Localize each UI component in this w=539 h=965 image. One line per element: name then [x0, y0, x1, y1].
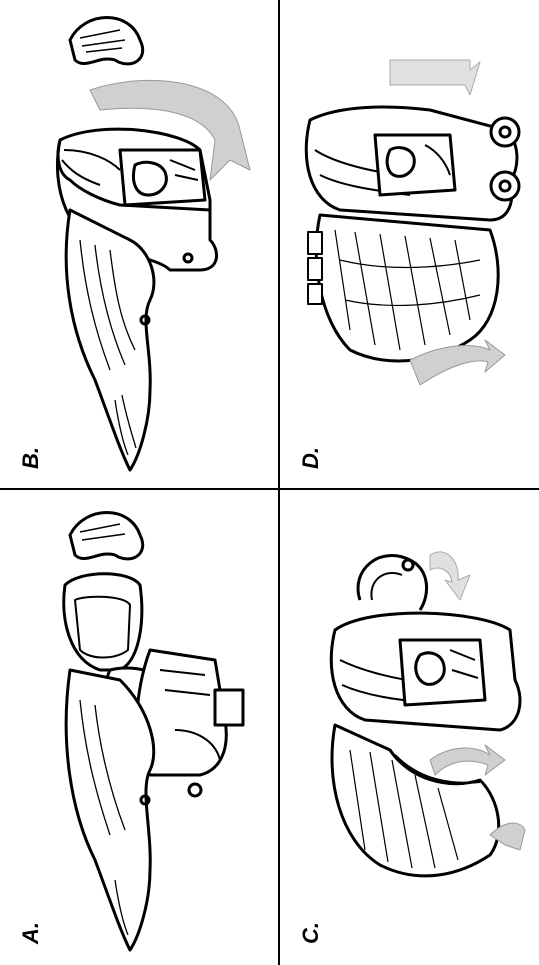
panel-label-d: D. [298, 447, 324, 469]
panel-a: A. [0, 490, 278, 965]
panel-c-illustration [280, 490, 539, 965]
top-arrow [390, 60, 480, 95]
panel-b-illustration [0, 0, 278, 488]
panel-b: B. [0, 0, 278, 488]
panel-a-illustration [0, 490, 278, 965]
panel-c: C. [280, 490, 539, 965]
panel-label-b: B. [18, 447, 44, 469]
top-arrow [430, 552, 470, 600]
panel-label-c: C. [298, 922, 324, 944]
lower-limb [66, 670, 154, 950]
grip-shape [70, 18, 143, 64]
loop-handle [358, 556, 427, 610]
grip-shape [70, 513, 143, 559]
panel-label-a: A. [18, 922, 44, 944]
panel-d: D. [280, 0, 539, 488]
panel-d-illustration [280, 0, 539, 488]
lower-limb [66, 210, 154, 470]
inner-arrow [430, 745, 505, 775]
